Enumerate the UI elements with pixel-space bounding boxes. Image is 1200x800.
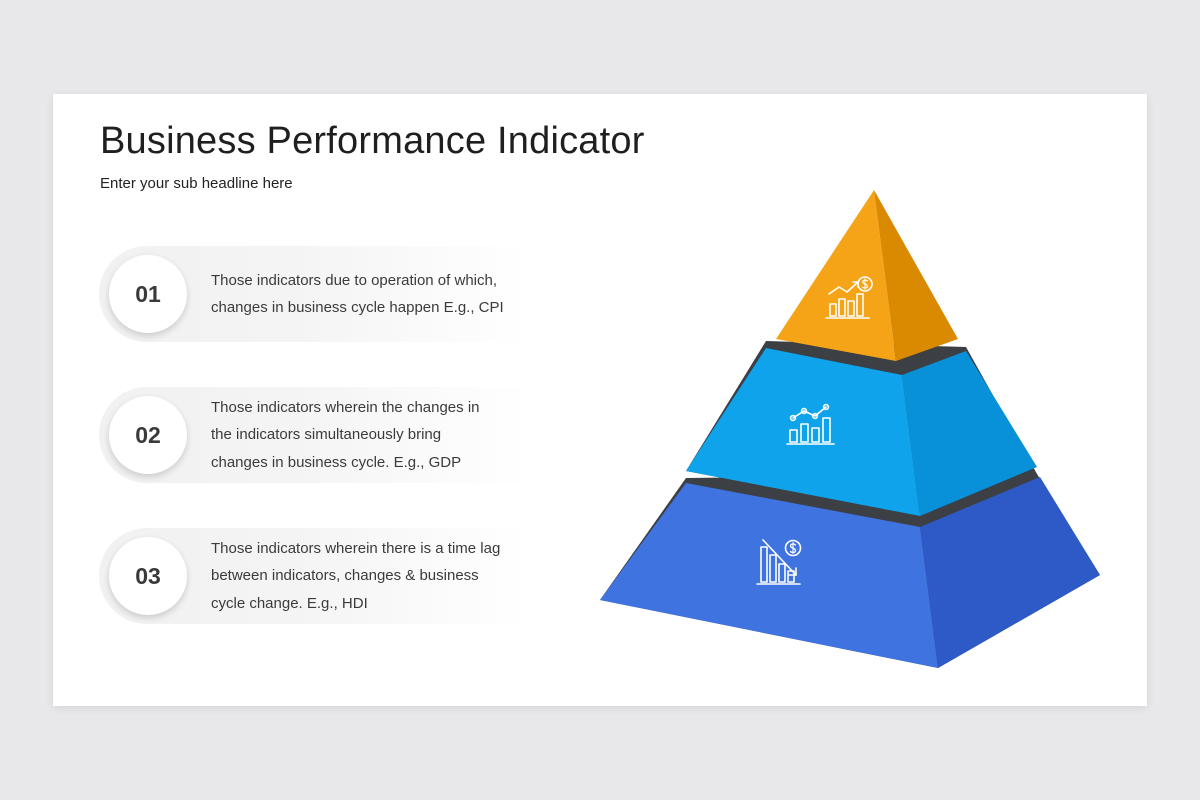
description-line: Those indicators due to operation of whi… [211,271,498,289]
pyramid-tier-bottom [600,477,1100,668]
description-line: between indicators, changes & business [211,567,479,585]
growth-chart-dollar-icon [825,276,873,319]
number-badge: 03 [109,537,187,615]
number-badge: 01 [109,255,187,333]
description-line: changes in business cycle. E.g., GDP [211,453,462,471]
item-number: 02 [135,421,161,448]
declining-chart-dollar-icon [756,539,802,585]
page-subtitle: Enter your sub headline here [100,175,293,192]
number-badge: 02 [109,396,187,474]
description-line: the indicators simultaneously bring [211,426,442,444]
indicator-item-2: 02 Those indicators wherein the changes … [99,387,529,483]
tier-front-face [600,483,938,668]
tier-front-face [686,348,920,516]
item-description: Those indicators wherein there is a time… [211,528,529,624]
item-number: 01 [135,280,161,307]
item-number: 03 [135,562,161,589]
tier-side-face [920,477,1100,668]
description-line: changes in business cycle happen E.g., C… [211,299,504,316]
pyramid-tier-middle [686,348,1037,516]
description-line: Those indicators wherein there is a time… [211,539,501,557]
tier-side-face [874,190,958,361]
item-description: Those indicators wherein the changes in … [211,387,529,483]
description-line: cycle change. E.g., HDI [211,594,368,612]
indicator-item-1: 01 Those indicators due to operation of … [99,246,529,342]
line-bar-chart-icon [786,403,835,445]
tier-side-face [902,351,1037,516]
indicator-item-3: 03 Those indicators wherein there is a t… [99,528,529,624]
pyramid-tier-top [776,190,958,361]
page-title: Business Performance Indicator [100,120,645,162]
description-line: Those indicators wherein the changes in [211,398,480,416]
item-description: Those indicators due to operation of whi… [211,246,529,342]
